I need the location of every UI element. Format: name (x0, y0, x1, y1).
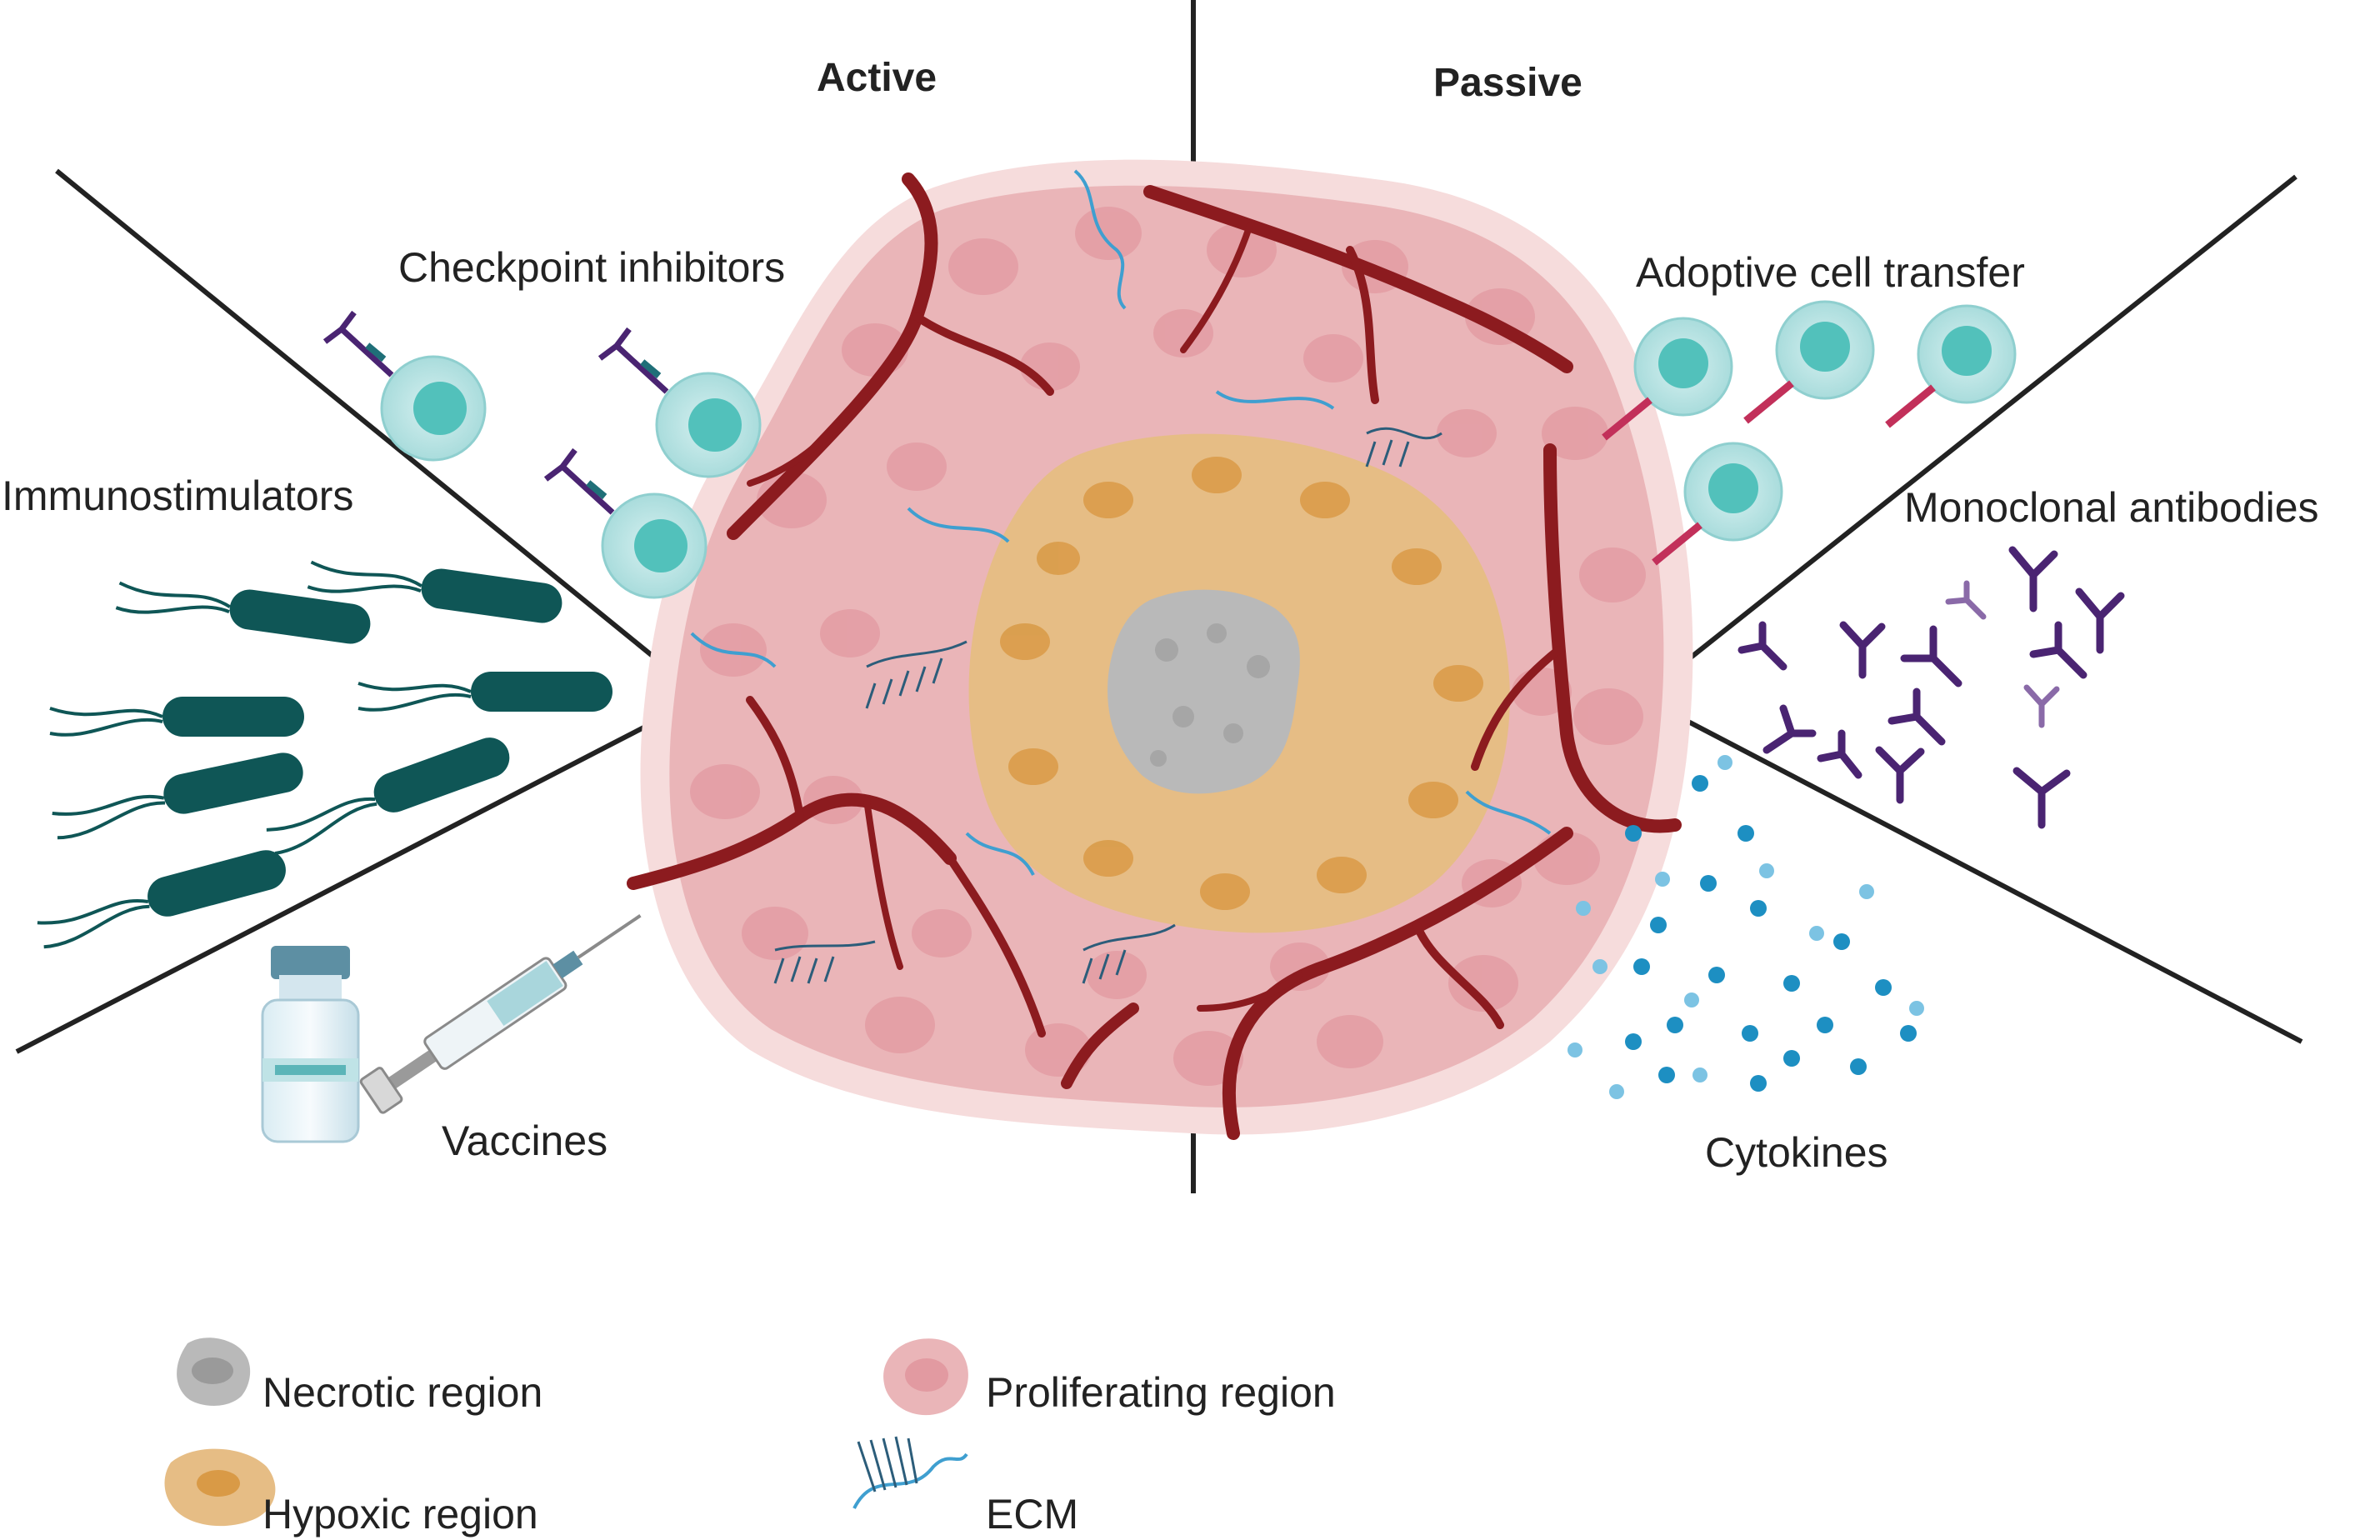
antibody (1738, 621, 1788, 671)
divider-lower-left (15, 721, 653, 1054)
monoclonal-antibodies-light (1945, 580, 2060, 728)
cytokine-dots (1625, 775, 1917, 1092)
antibody (2075, 588, 2125, 654)
necrotic-texture (1150, 623, 1270, 767)
legend-proliferating-label: Proliferating region (986, 1369, 1336, 1416)
t-cell (1652, 442, 1783, 566)
monoclonal-antibodies-label: Monoclonal antibodies (1904, 484, 2319, 531)
t-cell (1602, 317, 1733, 441)
vaccine-vial (261, 946, 360, 1143)
antibody (2029, 621, 2088, 679)
tumor (627, 159, 1693, 1140)
divider-upper-left (55, 168, 672, 673)
checkpoint-inhibitors-label: Checkpoint inhibitors (398, 244, 786, 291)
monoclonal-antibodies (1738, 546, 2125, 829)
passive-heading: Passive (1433, 61, 1582, 105)
divider-upper-right (1678, 174, 2298, 669)
t-cell (598, 327, 762, 478)
ecm-icon (852, 1436, 968, 1509)
adoptive-transfer-tcells (1602, 300, 2017, 566)
bacterium (358, 672, 612, 712)
checkpoint-inhibitor-tcells (322, 310, 762, 599)
antibody (2008, 546, 2058, 612)
blood-vessels (627, 172, 1682, 1140)
divider-lines (15, 0, 2303, 1193)
vaccine-syringe (359, 914, 642, 1114)
hypoxic-cell-cores (1000, 457, 1483, 910)
t-cell (543, 448, 708, 599)
antibody (2023, 684, 2060, 728)
active-heading: Active (817, 56, 938, 100)
necrotic-core (1108, 589, 1300, 794)
legend-hypoxic-label: Hypoxic region (262, 1491, 538, 1538)
antibody (1839, 621, 1886, 679)
bacterium (49, 697, 304, 737)
antibody (1762, 704, 1817, 754)
legend-necrotic-label: Necrotic region (262, 1369, 543, 1416)
t-cell (1885, 304, 2017, 428)
antibody (1817, 729, 1862, 779)
cytokines-label: Cytokines (1705, 1129, 1888, 1176)
t-cell (1743, 300, 1875, 424)
legend-ecm-label: ECM (986, 1491, 1079, 1538)
ecm-bundles (773, 427, 1442, 984)
bacterium (266, 738, 510, 856)
antibody (2012, 767, 2071, 829)
cytokine-dots-light (1568, 755, 1924, 1099)
immunostimulator-bacteria (37, 560, 612, 949)
bacterium (52, 752, 303, 840)
divider-lower-right (1669, 710, 2303, 1044)
legend-symbols (164, 1338, 968, 1527)
bacterium (115, 581, 371, 644)
antibody (1900, 625, 1962, 688)
bacterium (307, 560, 562, 623)
bacterium (37, 850, 286, 949)
antibody (1875, 746, 1925, 804)
antibody (1945, 580, 1987, 620)
cytokines (1568, 755, 1924, 1099)
antibody (1888, 688, 1946, 746)
immunostimulators-label: Immunostimulators (2, 472, 354, 519)
t-cell (322, 310, 487, 462)
vaccines-label: Vaccines (442, 1118, 608, 1164)
ecm-fibres (690, 169, 1552, 876)
adoptive-cell-transfer-label: Adoptive cell transfer (1636, 249, 2025, 296)
